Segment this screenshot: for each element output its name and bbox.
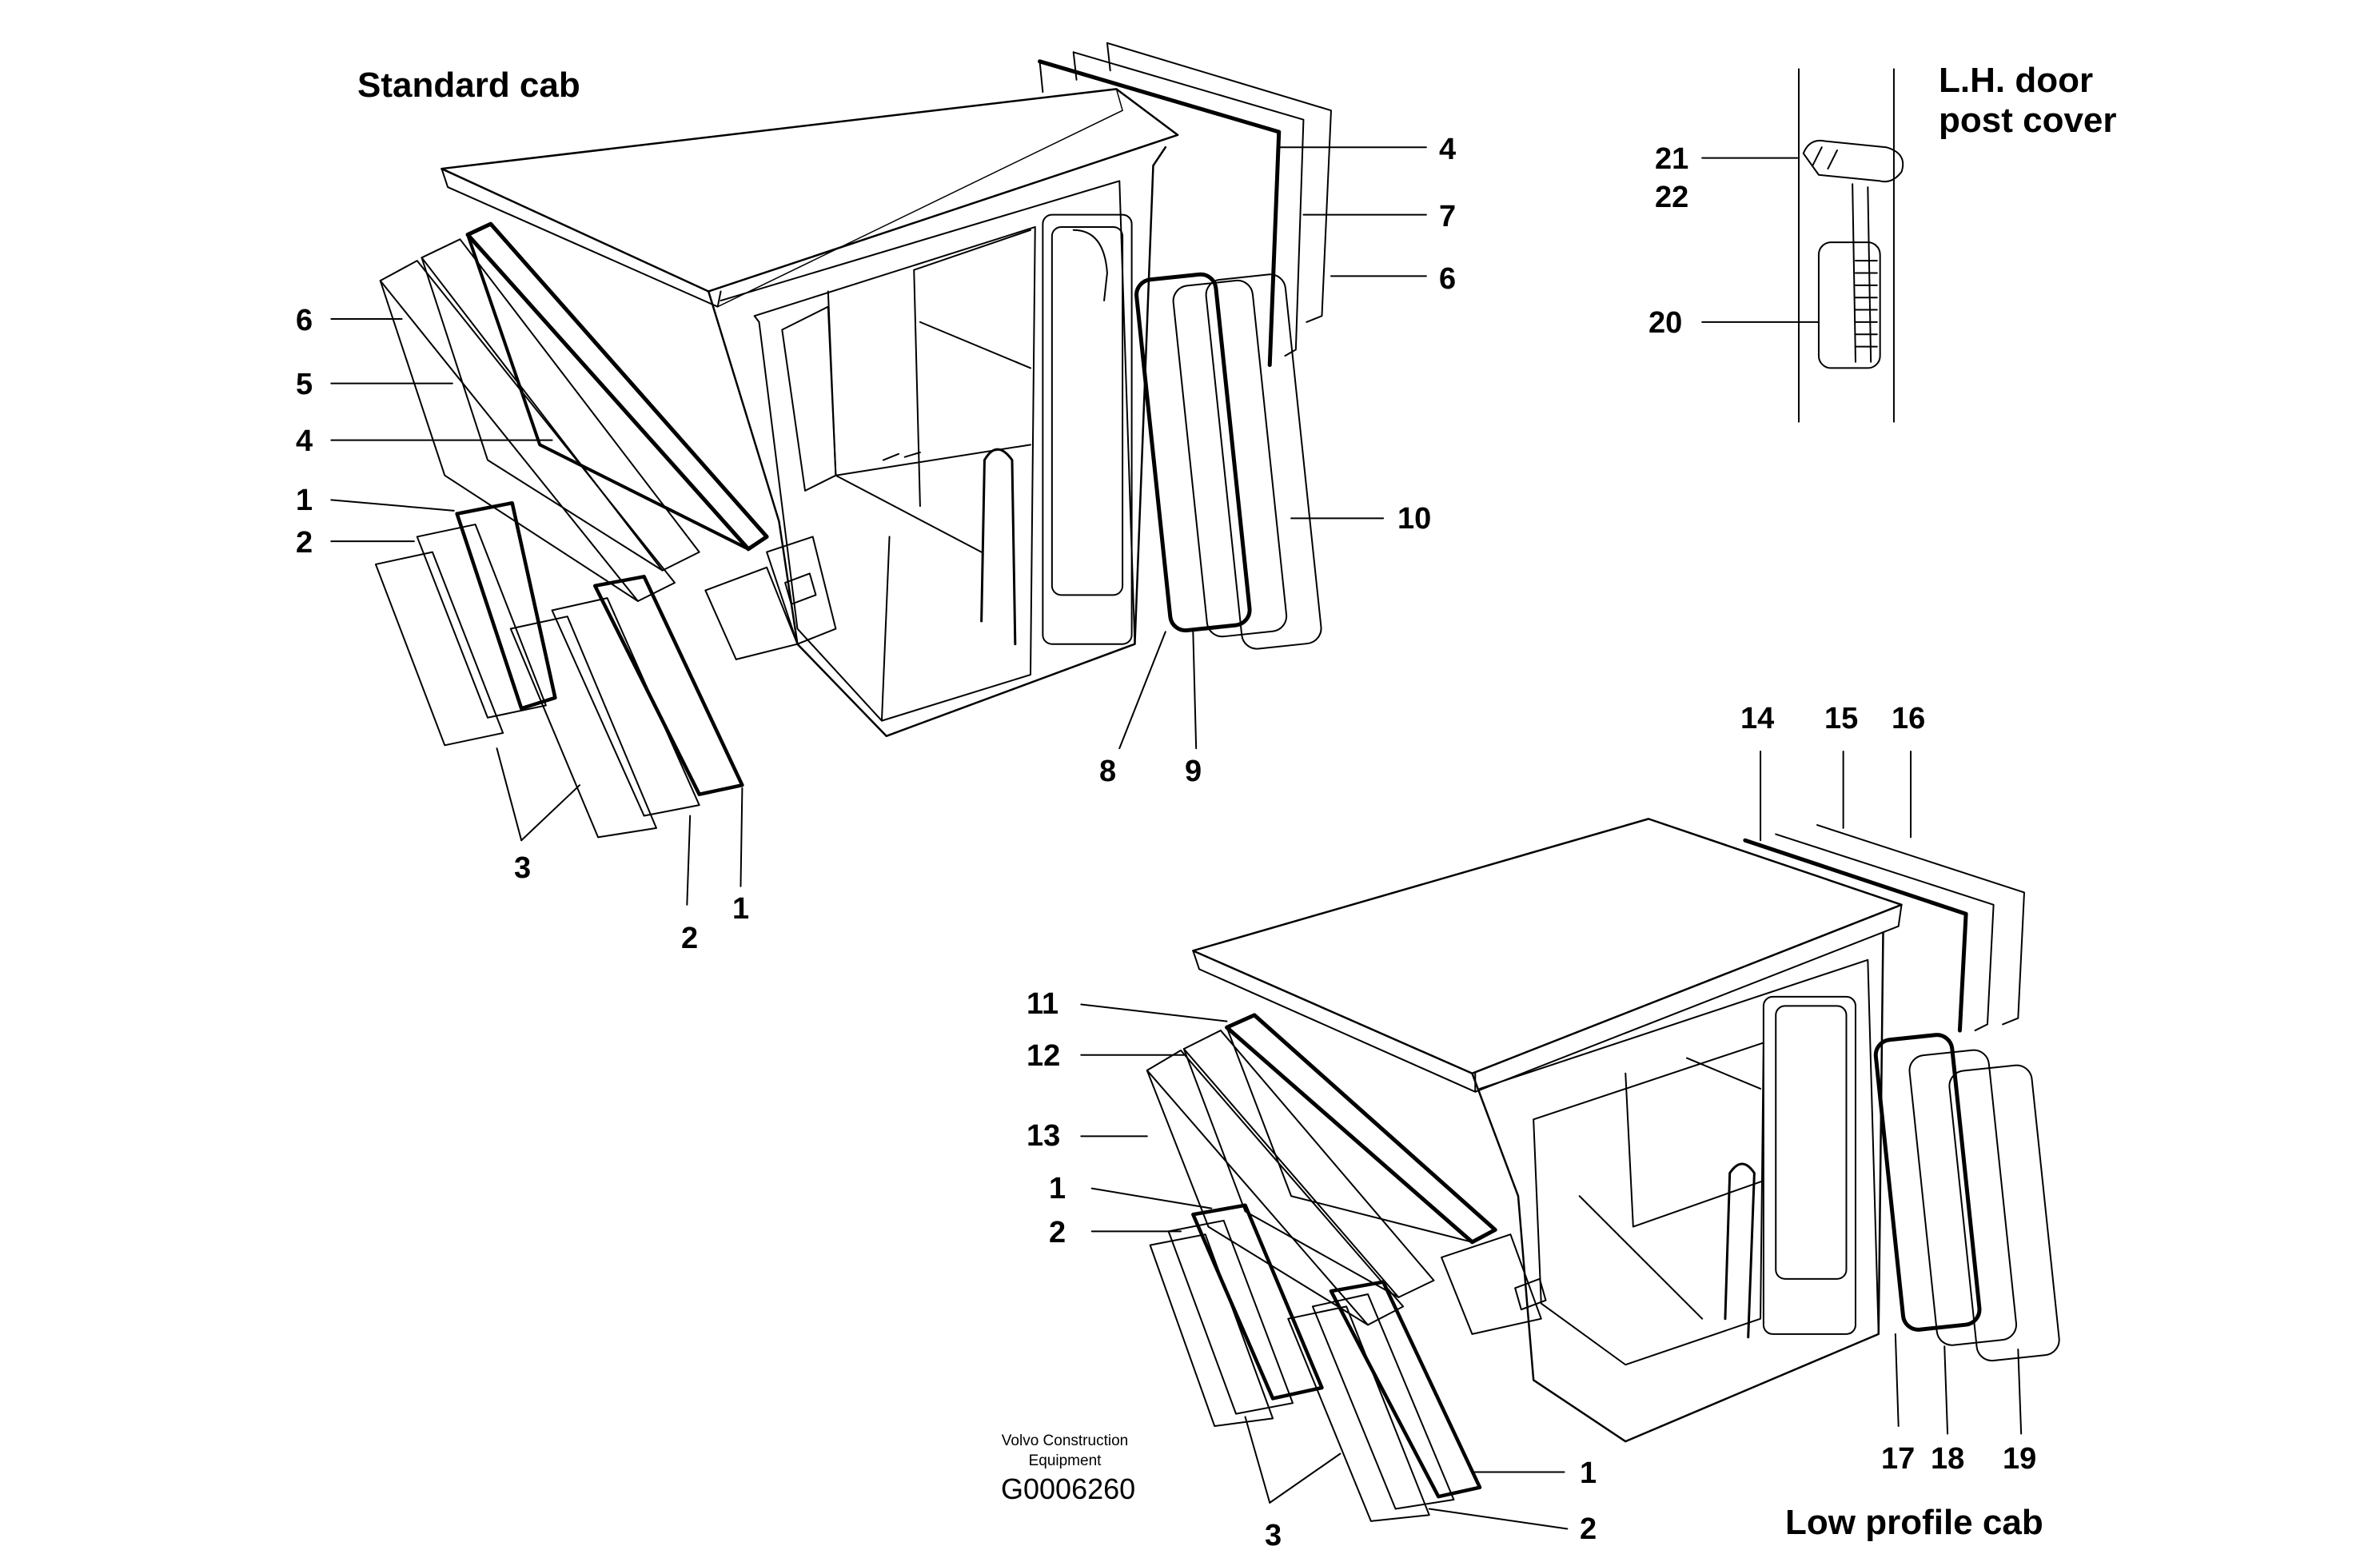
- lp-door-glass: [1874, 1034, 2060, 1362]
- callout-lp-1-bottom: 1: [1580, 1456, 1597, 1490]
- door-post-cover-drawing: [1799, 69, 1903, 421]
- std-rear-glass: [1040, 43, 1331, 365]
- callout-lp-3: 3: [1265, 1519, 1282, 1552]
- title-lh-door-line1: L.H. door: [1939, 61, 2094, 100]
- std-roof: [441, 89, 1178, 291]
- callout-std-8: 8: [1099, 755, 1117, 788]
- callout-lp-1-left: 1: [1049, 1172, 1066, 1205]
- callout-std-6-left: 6: [296, 304, 313, 337]
- callout-std-3: 3: [514, 851, 532, 885]
- callout-std-4-right: 4: [1439, 133, 1457, 166]
- leader-lines: [331, 147, 2021, 1528]
- callout-lp-12: 12: [1027, 1039, 1061, 1073]
- callout-lp-16: 16: [1892, 702, 1926, 735]
- callout-lp-13: 13: [1027, 1119, 1061, 1153]
- callout-door-22: 22: [1655, 181, 1689, 214]
- low-profile-cab-drawing: [1193, 819, 1901, 1441]
- callout-lp-2-left: 2: [1049, 1216, 1066, 1249]
- callout-lp-11: 11: [1027, 987, 1059, 1021]
- callout-lp-2-bottom: 2: [1580, 1512, 1597, 1546]
- drawing-code: G0006260: [1001, 1472, 1136, 1505]
- callout-std-2-bottom: 2: [681, 922, 699, 955]
- callout-std-4-left: 4: [296, 424, 313, 458]
- callout-door-20: 20: [1648, 306, 1683, 340]
- title-lh-door-line2: post cover: [1939, 101, 2117, 140]
- callout-std-6-right: 6: [1439, 262, 1457, 296]
- callout-std-1-left: 1: [296, 484, 313, 517]
- std-door-opening: [1042, 215, 1131, 644]
- company-name-line2: Equipment: [1028, 1452, 1102, 1469]
- standard-cab-drawing: [441, 89, 1178, 735]
- callout-std-1-bottom: 1: [732, 892, 750, 926]
- std-front-glass: [381, 224, 767, 601]
- std-door-glass: [1135, 273, 1323, 650]
- callout-lp-17: 17: [1881, 1442, 1916, 1476]
- lp-rear-glass: [1745, 825, 2024, 1030]
- lp-lower-windows: [1150, 1205, 1480, 1521]
- callout-door-21: 21: [1655, 142, 1689, 176]
- callout-lp-15: 15: [1824, 702, 1859, 735]
- std-cab-frame: [708, 147, 1166, 736]
- callout-lp-14: 14: [1740, 702, 1775, 735]
- callout-std-7: 7: [1439, 200, 1457, 233]
- title-standard-cab: Standard cab: [357, 66, 580, 105]
- lp-front-glass: [1147, 1015, 1495, 1325]
- company-name-line1: Volvo Construction: [1001, 1432, 1129, 1449]
- std-lower-windows: [376, 503, 742, 837]
- callout-std-10: 10: [1397, 502, 1432, 536]
- callout-std-2-left: 2: [296, 526, 313, 560]
- callout-std-5: 5: [296, 368, 313, 401]
- callout-std-9: 9: [1185, 755, 1202, 788]
- callout-lp-18: 18: [1931, 1442, 1965, 1476]
- title-low-profile-cab: Low profile cab: [1785, 1503, 2043, 1542]
- callout-lp-19: 19: [2003, 1442, 2037, 1476]
